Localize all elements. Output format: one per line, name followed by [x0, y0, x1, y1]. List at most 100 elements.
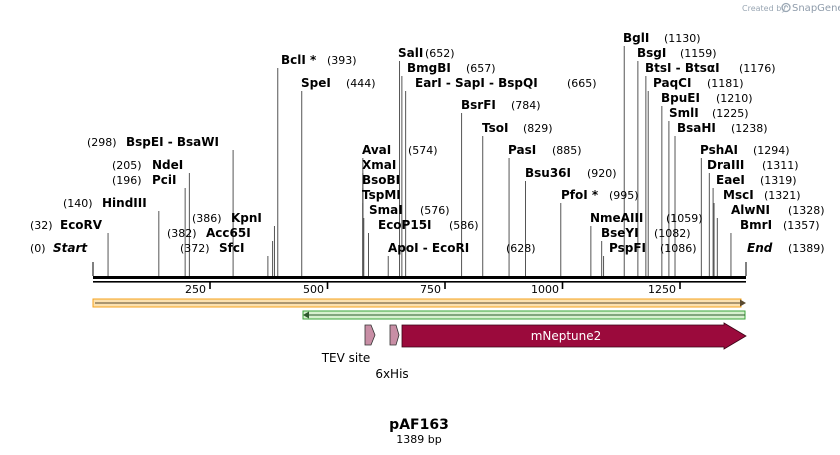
- site-label-avai[interactable]: AvaI: [362, 143, 391, 157]
- site-label-bseyi[interactable]: BseYI: [601, 226, 639, 240]
- site-label-sfci[interactable]: SfcI: [219, 241, 244, 255]
- site-position-eaei: (1319): [760, 174, 797, 187]
- site-label-bspei-bsawi[interactable]: BspEI - BsaWI: [126, 135, 219, 149]
- site-label-bsgi[interactable]: BsgI: [637, 46, 666, 60]
- site-label-eari-sapi-bspqi[interactable]: EarI - SapI - BspQI: [415, 76, 538, 90]
- site-label-pcii[interactable]: PciI: [152, 173, 177, 187]
- site-label-sali[interactable]: SalI: [398, 46, 423, 60]
- site-position-avai: (574): [408, 144, 438, 157]
- site-position-btsi-bts-i: (1176): [739, 62, 776, 75]
- site-position-nmeaiii: (1059): [666, 212, 703, 225]
- site-position-sfci: (372): [180, 242, 210, 255]
- ruler: 250 500 750 1000 1250: [185, 282, 681, 296]
- feature-mneptune2[interactable]: mNeptune2: [401, 322, 747, 350]
- feature-6xhis[interactable]: 6xHis: [375, 324, 409, 381]
- site-label-spei[interactable]: SpeI: [301, 76, 331, 90]
- site-label-pasi[interactable]: PasI: [508, 143, 536, 157]
- site-label-bgli[interactable]: BglI: [623, 31, 649, 45]
- site-label-tspmi[interactable]: TspMI: [362, 188, 401, 202]
- snapgene-logo-icon: [781, 2, 791, 13]
- tev-site-label: TEV site: [321, 351, 371, 365]
- site-position-eari-sapi-bspqi: (665): [567, 77, 597, 90]
- site-label-end[interactable]: End: [747, 241, 773, 255]
- site-label-bcli[interactable]: BclI *: [281, 53, 317, 67]
- branding: Created by SnapGene: [742, 2, 840, 14]
- site-position-tsoi: (829): [523, 122, 553, 135]
- site-label-kpni[interactable]: KpnI: [231, 211, 262, 225]
- site-position-hindiii: (140): [63, 197, 93, 210]
- site-label-tsoi[interactable]: TsoI: [482, 121, 508, 135]
- site-label-bsobi[interactable]: BsoBI: [362, 173, 400, 187]
- backbone-top-strand: [93, 276, 746, 279]
- site-position-acc65i: (382): [167, 227, 197, 240]
- site-label-bpuei[interactable]: BpuEI: [661, 91, 700, 105]
- site-position-ecop15i: (586): [449, 219, 479, 232]
- site-label-btsi-bts-i[interactable]: BtsI - BtsαI: [645, 61, 720, 75]
- site-position-bmri: (1357): [783, 219, 820, 232]
- site-position-bsu36i: (920): [587, 167, 617, 180]
- site-label-eaei[interactable]: EaeI: [716, 173, 745, 187]
- site-label-msci[interactable]: MscI: [723, 188, 754, 202]
- site-position-bseyi: (1082): [654, 227, 691, 240]
- site-position-sali: (652): [425, 47, 455, 60]
- site-position-smai: (576): [420, 204, 450, 217]
- brand-app-name: SnapGene: [792, 3, 840, 14]
- site-position-end: (1389): [788, 242, 825, 255]
- site-label-pfoi[interactable]: PfoI *: [561, 188, 599, 202]
- site-position-pshai: (1294): [753, 144, 790, 157]
- site-label-paqci[interactable]: PaqCI: [653, 76, 691, 90]
- restriction-site-labels: Start(0)EcoRV(32)HindIII(140)PciI(196)Nd…: [30, 31, 825, 255]
- plasmid-length: 1389 bp: [396, 433, 441, 446]
- his-tag-arrow: [389, 324, 400, 346]
- ruler-label-500: 500: [303, 283, 324, 296]
- site-position-apoi-ecori: (628): [506, 242, 536, 255]
- ruler-label-750: 750: [420, 283, 441, 296]
- his-tag-label: 6xHis: [375, 367, 408, 381]
- ruler-label-250: 250: [185, 283, 206, 296]
- site-position-bsahi: (1238): [731, 122, 768, 135]
- site-label-hindiii[interactable]: HindIII: [102, 196, 147, 210]
- site-position-bspei-bsawi: (298): [87, 136, 117, 149]
- site-label-bmri[interactable]: BmrI: [740, 218, 772, 232]
- site-position-pfoi: (995): [609, 189, 639, 202]
- site-position-pspfi: (1086): [660, 242, 697, 255]
- mneptune2-arrow: [401, 322, 747, 350]
- site-label-bmgbi[interactable]: BmgBI: [407, 61, 451, 75]
- backbone-gap: [93, 279, 746, 281]
- site-label-smai[interactable]: SmaI: [369, 203, 403, 217]
- orf-reverse[interactable]: [302, 310, 746, 320]
- site-label-bsrfi[interactable]: BsrFI: [461, 98, 496, 112]
- backbone-bottom-strand: [93, 281, 746, 283]
- site-position-spei: (444): [346, 77, 376, 90]
- mneptune2-label: mNeptune2: [531, 329, 602, 343]
- site-label-bsu36i[interactable]: Bsu36I: [525, 166, 571, 180]
- site-label-ndei[interactable]: NdeI: [152, 158, 183, 172]
- site-label-pspfi[interactable]: PspFI: [609, 241, 646, 255]
- plasmid-name: pAF163: [389, 417, 449, 433]
- orf-forward[interactable]: [92, 298, 746, 308]
- site-label-acc65i[interactable]: Acc65I: [206, 226, 251, 240]
- site-position-paqci: (1181): [707, 77, 744, 90]
- site-position-draiii: (1311): [762, 159, 799, 172]
- site-position-start: (0): [30, 242, 46, 255]
- site-label-start[interactable]: Start: [53, 241, 88, 255]
- site-position-msci: (1321): [764, 189, 801, 202]
- feature-tev-site[interactable]: TEV site: [321, 324, 376, 365]
- site-label-pshai[interactable]: PshAI: [700, 143, 738, 157]
- site-label-bsahi[interactable]: BsaHI: [677, 121, 716, 135]
- site-label-apoi-ecori[interactable]: ApoI - EcoRI: [388, 241, 469, 255]
- site-label-nmeaiii[interactable]: NmeAIII: [590, 211, 643, 225]
- site-label-smli[interactable]: SmlI: [669, 106, 699, 120]
- site-label-ecorv[interactable]: EcoRV: [60, 218, 103, 232]
- site-position-ecorv: (32): [30, 219, 53, 232]
- site-label-xmai[interactable]: XmaI: [362, 158, 396, 172]
- site-label-alwni[interactable]: AlwNI: [731, 203, 770, 217]
- site-position-alwni: (1328): [788, 204, 825, 217]
- site-label-ecop15i[interactable]: EcoP15I: [378, 218, 432, 232]
- site-leader-lines: [107, 46, 732, 276]
- site-position-bgli: (1130): [664, 32, 701, 45]
- site-position-bsgi: (1159): [680, 47, 717, 60]
- site-position-bmgbi: (657): [466, 62, 496, 75]
- site-label-draiii[interactable]: DraIII: [707, 158, 744, 172]
